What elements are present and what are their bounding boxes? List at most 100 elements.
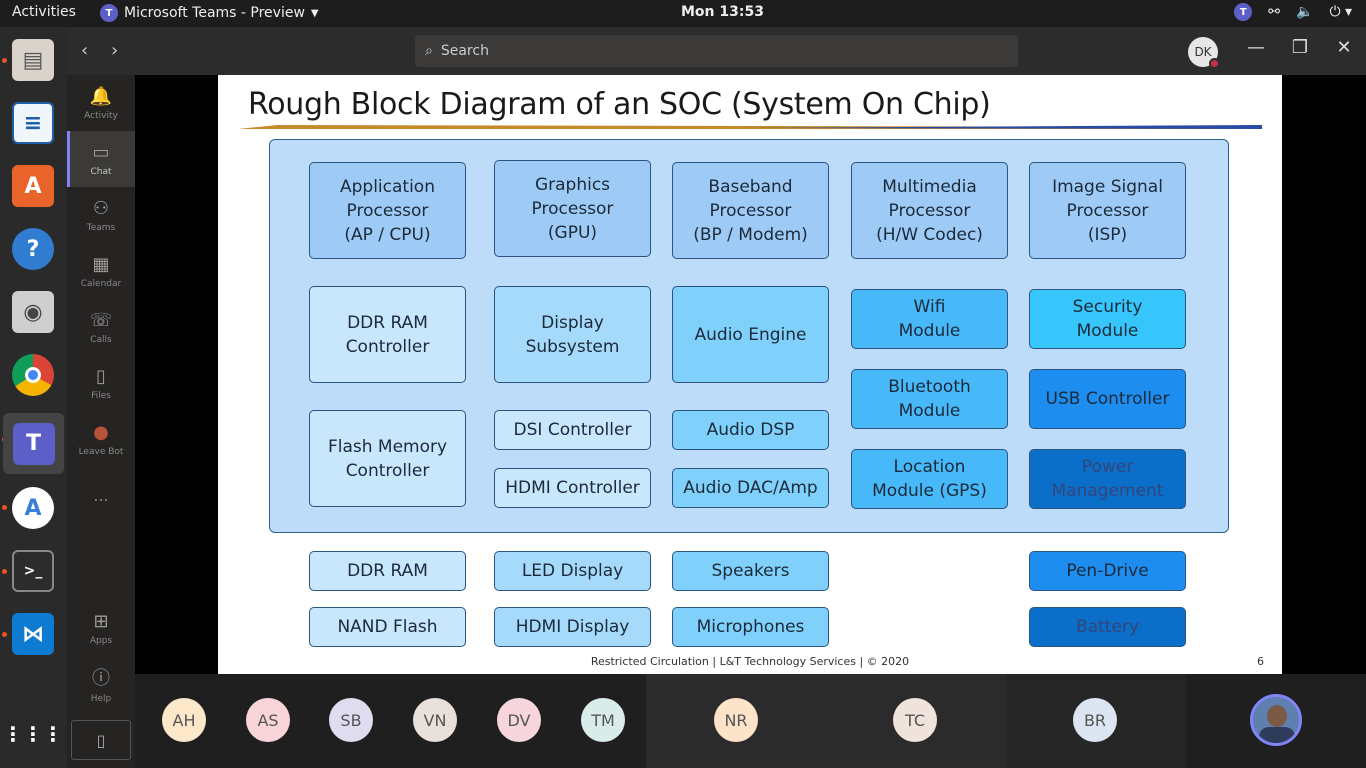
shopping-bag-icon: A	[12, 165, 54, 207]
maximize-button[interactable]: ❐	[1291, 37, 1309, 58]
rail-files[interactable]: ▯ Files	[67, 355, 135, 411]
bell-icon: 🔔	[89, 85, 113, 107]
teams-app[interactable]: T	[3, 413, 64, 474]
power-icon: ⏻ ▾	[1329, 4, 1352, 20]
participant-avatar[interactable]: VN	[413, 698, 457, 742]
camera-app[interactable]: ◉	[8, 287, 58, 337]
show-applications[interactable]: ⋮⋮⋮	[3, 709, 63, 759]
rail-label: Activity	[84, 110, 118, 121]
running-indicator	[2, 632, 7, 637]
slide-title: Rough Block Diagram of an SOC (System On…	[248, 87, 991, 122]
rail-label: Apps	[89, 635, 113, 646]
system-tray[interactable]: T ⚯ 🔈 ⏻ ▾	[1234, 3, 1352, 21]
block-battery: Battery	[1029, 607, 1186, 647]
block-bluetooth-module: Bluetooth Module	[851, 369, 1008, 429]
participant-avatar[interactable]: SB	[329, 698, 373, 742]
device-button[interactable]: ▯	[71, 720, 131, 760]
teams-tray-icon[interactable]: T	[1234, 3, 1253, 21]
block-hdmi-display: HDMI Display	[494, 607, 651, 647]
rail-label: Help	[90, 694, 112, 704]
phone-icon: ☏	[89, 309, 113, 331]
title-underline	[238, 125, 1262, 129]
volume-icon: 🔈	[1296, 4, 1314, 20]
block-pen-drive: Pen-Drive	[1029, 551, 1186, 591]
block-location-module: Location Module (GPS)	[851, 449, 1008, 509]
terminal-icon: >_	[12, 550, 54, 592]
back-arrow-icon[interactable]: ‹	[81, 40, 89, 61]
help-icon: ?	[12, 228, 54, 270]
self-video-avatar[interactable]	[1250, 694, 1302, 746]
block-display-subsystem: Display Subsystem	[494, 286, 651, 383]
block-baseband-processor: Baseband Processor (BP / Modem)	[672, 162, 829, 259]
writer-app[interactable]: ≡	[8, 98, 58, 148]
block-audio-dac-amp: Audio DAC/Amp	[672, 468, 829, 508]
user-initials: DK	[1194, 45, 1212, 59]
chrome-app[interactable]	[8, 350, 58, 400]
android-studio-app[interactable]: A	[8, 483, 58, 533]
presentation-slide: Rough Block Diagram of an SOC (System On…	[218, 75, 1282, 674]
slide-page-number: 6	[1257, 655, 1264, 668]
block-audio-engine: Audio Engine	[672, 286, 829, 383]
apps-icon: ⊞	[93, 610, 109, 632]
person-body-icon	[1259, 727, 1295, 743]
user-avatar[interactable]: DK	[1188, 37, 1220, 69]
close-button[interactable]: ✕	[1336, 37, 1352, 58]
block-audio-dsp: Audio DSP	[672, 410, 829, 450]
search-placeholder: Search	[440, 43, 489, 59]
rail-calendar[interactable]: ▦ Calendar	[67, 243, 135, 299]
running-indicator	[2, 569, 7, 574]
minimize-button[interactable]: —	[1247, 37, 1265, 58]
participant-avatar[interactable]: DV	[497, 698, 541, 742]
teams-people-icon: ⚇	[92, 197, 110, 219]
app-menu[interactable]: T Microsoft Teams - Preview ▼	[100, 4, 319, 22]
forward-arrow-icon[interactable]: ›	[111, 40, 119, 61]
participant-avatar[interactable]: AH	[162, 698, 206, 742]
block-speakers: Speakers	[672, 551, 829, 591]
participant-avatar[interactable]: BR	[1073, 698, 1117, 742]
rail-teams[interactable]: ⚇ Teams	[67, 187, 135, 243]
chat-icon: ▭	[92, 141, 110, 163]
participant-avatar[interactable]: AS	[246, 698, 290, 742]
terminal-app[interactable]: >_	[8, 546, 58, 596]
rail-more[interactable]: ...	[67, 467, 135, 523]
system-top-bar: Activities T Microsoft Teams - Preview ▼…	[0, 0, 1366, 27]
block-application-processor: Application Processor (AP / CPU)	[309, 162, 466, 259]
block-multimedia-processor: Multimedia Processor (H/W Codec)	[851, 162, 1008, 259]
participant-avatar[interactable]: TC	[893, 698, 937, 742]
chrome-icon	[12, 354, 54, 396]
teams-app-icon: T	[100, 4, 118, 22]
teams-icon: T	[12, 422, 55, 465]
person-head-icon	[1267, 705, 1287, 727]
block-graphics-processor: Graphics Processor (GPU)	[494, 160, 651, 257]
mobile-device-icon: ▯	[96, 730, 106, 750]
clock[interactable]: Mon 13:53	[681, 4, 764, 20]
rail-label: Calls	[90, 334, 112, 345]
vscode-app[interactable]: ⋈	[8, 609, 58, 659]
activities-button[interactable]: Activities	[12, 4, 76, 20]
document-icon: ≡	[12, 102, 54, 144]
block-power-management: Power Management	[1029, 449, 1186, 509]
rail-label: Chat	[90, 166, 112, 177]
app-grid-icon: ⋮⋮⋮	[3, 722, 63, 746]
participant-avatar[interactable]: NR	[714, 698, 758, 742]
rail-leave-bot[interactable]: ● Leave Bot	[67, 411, 135, 467]
rail-label: Files	[91, 390, 111, 401]
block-flash-memory-controller: Flash Memory Controller	[309, 410, 466, 507]
software-app[interactable]: A	[8, 161, 58, 211]
rail-calls[interactable]: ☏ Calls	[67, 299, 135, 355]
participant-tile	[646, 674, 1006, 768]
participant-avatar[interactable]: TM	[581, 698, 625, 742]
slide-footer: Restricted Circulation | L&T Technology …	[590, 655, 910, 668]
rail-chat[interactable]: ▭ Chat	[67, 131, 135, 187]
android-studio-icon: A	[12, 487, 54, 529]
rail-activity[interactable]: 🔔 Activity	[67, 75, 135, 131]
search-icon: ⌕	[425, 43, 433, 59]
vscode-icon: ⋈	[12, 613, 54, 655]
file-cabinet-icon: ▤	[12, 39, 54, 81]
rail-apps[interactable]: ⊞ Apps	[67, 600, 135, 656]
search-input[interactable]: ⌕ Search	[415, 35, 1018, 67]
files-app[interactable]: ▤	[8, 35, 58, 85]
help-app[interactable]: ?	[8, 224, 58, 274]
rail-help[interactable]: ⓘ Help	[67, 656, 135, 712]
block-dsi-controller: DSI Controller	[494, 410, 651, 450]
